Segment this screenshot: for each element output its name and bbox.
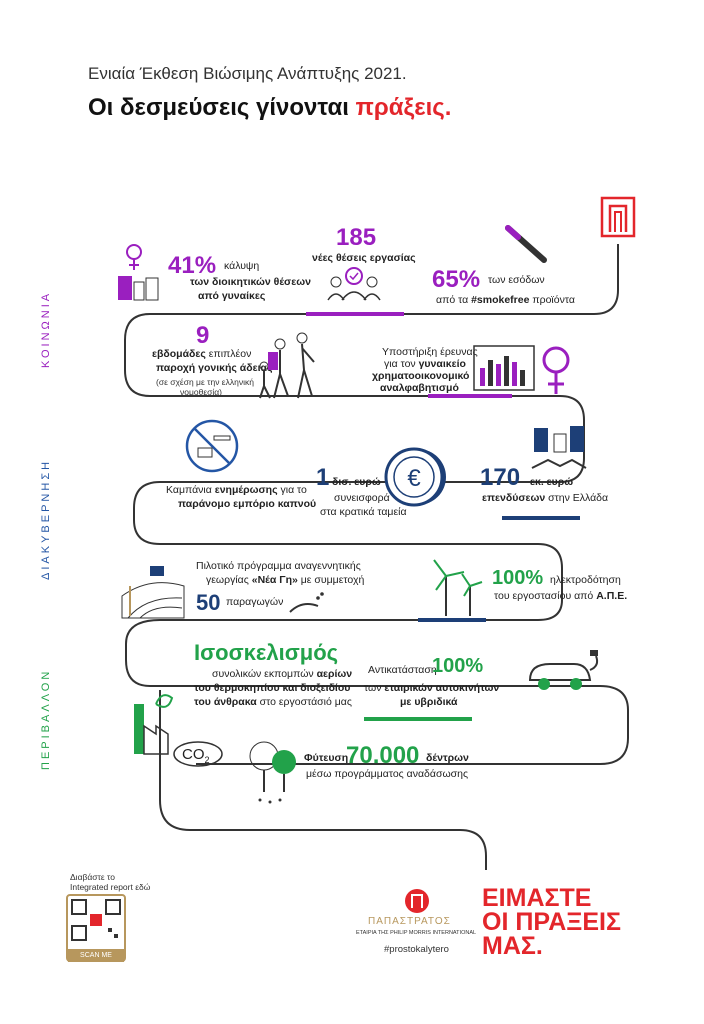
smokefree-text-1: των εσόδων (488, 274, 545, 286)
buildings-handshake-icon (531, 426, 587, 469)
parental-value: 9 (196, 322, 210, 349)
people-check-icon (327, 267, 381, 301)
report-subtitle: Ενιαία Έκθεση Βιώσιμης Ανάπτυξης 2021. (88, 64, 407, 83)
trees-unit: δέντρων (426, 752, 469, 764)
campaign-text-1: Καμπάνια ενημέρωσης για το (166, 484, 307, 496)
carbon-text-2: του θερμοκηπίου και διοξειδίου (194, 682, 351, 694)
hand-seeds-icon (289, 592, 324, 613)
wind-turbines-icon (433, 559, 483, 616)
slogan-line-2: ΟΙ ΠΡΑΞΕΙΣ (482, 908, 621, 936)
trees-text-1: Φύτευση (304, 752, 349, 764)
cars-text-2: των εταιρικών αυτοκινήτων (364, 682, 500, 694)
co2-label: CO2 (182, 746, 210, 765)
papastratos-logo-icon (600, 196, 636, 238)
parental-text-4: νομοθεσία) (180, 387, 222, 397)
research-text-1: Υποστήριξη έρευνας (382, 346, 478, 358)
women-text-1: κάλυψη (224, 260, 260, 272)
title-highlight: πράξεις. (355, 94, 452, 121)
cars-text-3: με υβριδικά (400, 696, 458, 708)
carbon-text-3: του άνθρακα στο εργοστάσιό μας (194, 696, 352, 708)
smokefree-value: 65% (432, 266, 481, 293)
tax-text-2: στα κρατικά ταμεία (320, 506, 407, 518)
research-text-2: για τον γυναικείο (384, 358, 466, 370)
page-title: Οι δεσμεύσεις γίνονται πράξεις. (88, 94, 452, 121)
tree-planting-icon (249, 741, 296, 804)
jobs-value: 185 (336, 224, 377, 251)
parental-text-1: εβδομάδες επιπλέον (152, 348, 252, 360)
slogan: ΕΙΜΑΣΤΕ ΟΙ ΠΡΑΞΕΙΣ ΜΑΣ. (482, 884, 621, 960)
research-text-4: αναλφαβητισμό (380, 382, 459, 394)
section-label-environment: ΠΕΡΙΒΑΛΛΟΝ (40, 668, 52, 770)
invest-value: 170 (480, 464, 521, 491)
qr-code-icon (71, 899, 121, 941)
family-walking-icon (259, 332, 315, 399)
trees-text-2: μέσω προγράμματος αναδάσωσης (306, 768, 469, 780)
svg-text:€: € (407, 465, 421, 492)
no-smuggling-icon (185, 419, 239, 473)
women-value: 41% (168, 252, 217, 279)
tax-unit: δισ. ευρώ (332, 476, 381, 488)
farming-value: 50 (196, 590, 221, 615)
papastratos-emblem-icon (405, 889, 429, 913)
power-text: του εργοστασίου από Α.Π.Ε. (494, 590, 628, 602)
cars-value: 100% (432, 655, 484, 677)
section-label-governance: ΔΙΑΚΥΒΕΡΝΗΣΗ (40, 458, 52, 580)
brand-hashtag: #prostokalytero (384, 944, 449, 955)
campaign-text-2: παράνομο εμπόριο καπνού (178, 498, 317, 510)
cars-text-1: Αντικατάσταση (368, 664, 437, 676)
farming-text-2: γεωργίας «Νέα Γη» με συμμετοχή (206, 574, 365, 586)
research-text-3: χρηματοοικονομικό (372, 370, 470, 382)
hybrid-car-icon (528, 650, 599, 690)
carbon-text-1: συνολικών εκπομπών αερίων (212, 668, 353, 680)
farming-unit: παραγωγών (226, 596, 284, 608)
smokefree-text-2: από τα #smokefree προϊόντα (436, 294, 575, 306)
power-value: 100% (492, 567, 544, 589)
euro-coin-icon: € (384, 447, 446, 507)
tax-text-1: συνεισφορά (334, 492, 390, 504)
invest-unit: εκ. ευρώ (530, 476, 574, 488)
slogan-line-1: ΕΙΜΑΣΤΕ (482, 884, 592, 912)
jobs-text: νέες θέσεις εργασίας (312, 252, 416, 264)
qr-code[interactable]: SCAN ME (66, 894, 126, 962)
chart-board-icon (473, 345, 570, 394)
factory-co2-icon (134, 694, 223, 767)
parental-text-3: (σε σχέση με την ελληνική (156, 377, 254, 387)
invest-text: επενδύσεων στην Ελλάδα (482, 492, 609, 504)
qr-caption-1: Διαβάστε το (70, 872, 116, 882)
farm-field-icon (121, 566, 185, 619)
power-unit: ηλεκτροδότηση (550, 574, 621, 586)
qr-caption-2: Integrated report εδώ (70, 882, 151, 892)
parental-text-2: παροχή γονικής άδειας (156, 362, 273, 374)
tax-value: 1 (316, 464, 330, 491)
female-buildings-icon (118, 244, 159, 301)
heated-tobacco-icon (505, 225, 547, 263)
slogan-line-3: ΜΑΣ. (482, 932, 543, 960)
scan-me-label: SCAN ME (68, 949, 124, 962)
women-text-2: των διοικητικών θέσεων (190, 276, 311, 288)
brand-tagline: ΕΤΑΙΡΙΑ ΤΗΣ PHILIP MORRIS INTERNATIONAL (356, 930, 477, 936)
brand-name: ΠΑΠΑΣΤΡΑΤΟΣ (368, 916, 451, 927)
carbon-value: Ισοσκελισμός (194, 640, 339, 665)
farming-text-1: Πιλοτικό πρόγραμμα αναγεννητικής (196, 560, 361, 572)
women-text-3: από γυναίκες (198, 290, 266, 302)
trees-value: 70.000 (346, 742, 420, 769)
section-label-social: ΚΟΙΝΩΝΙΑ (40, 290, 52, 368)
